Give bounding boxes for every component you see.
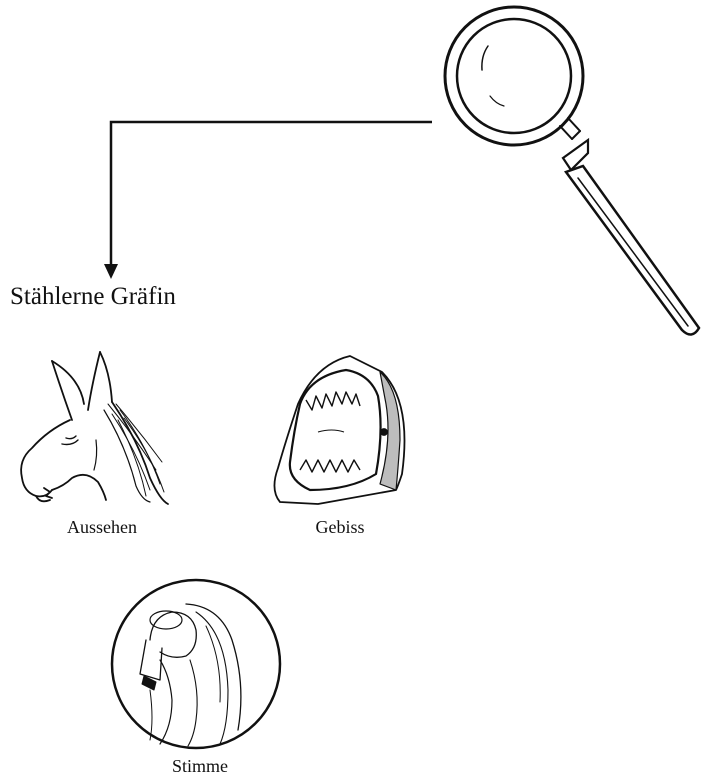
connector-arrow xyxy=(104,122,432,279)
magnifying-glass-icon xyxy=(445,7,699,335)
caption-gebiss: Gebiss xyxy=(290,517,390,538)
praying-angel-icon xyxy=(112,580,280,748)
donkey-head-icon xyxy=(21,352,168,504)
caption-aussehen: Aussehen xyxy=(42,517,162,538)
shark-jaws-icon xyxy=(274,356,404,504)
caption-stimme: Stimme xyxy=(140,756,260,777)
diagram-title: Stählerne Gräfin xyxy=(10,283,176,311)
